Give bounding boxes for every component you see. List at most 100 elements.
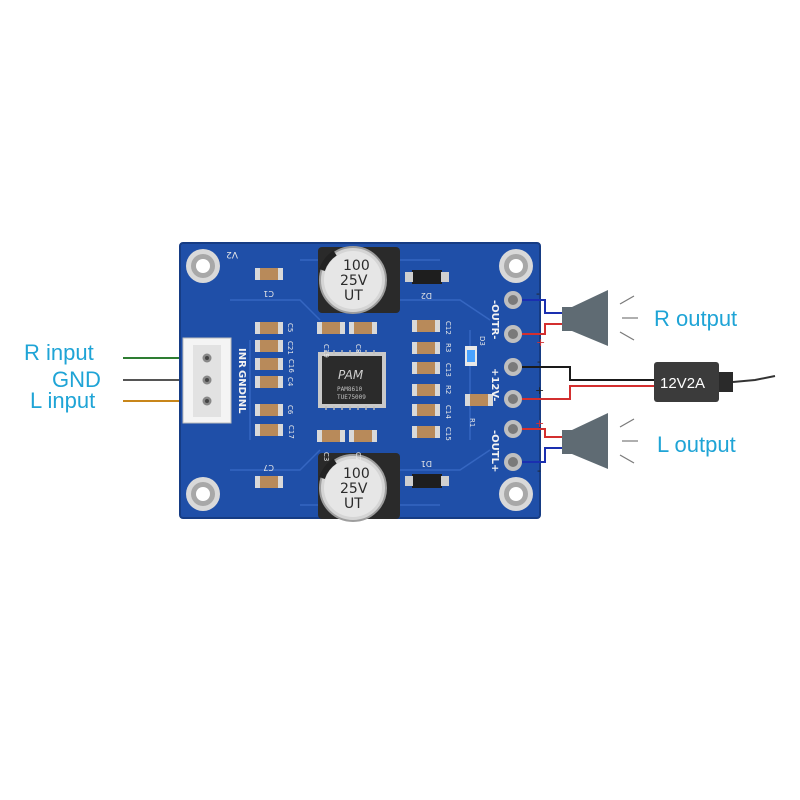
capacitor-top-series: UT — [344, 288, 363, 304]
ref-c6: C6 — [286, 405, 294, 415]
smd-c5 — [255, 322, 283, 334]
pin-label-outl: -OUTL+ — [489, 430, 500, 472]
pin-label-12v: +12V- — [489, 368, 500, 401]
l-out-positive-wire — [522, 428, 562, 438]
smd-c4 — [255, 376, 283, 388]
speaker-r-icon — [562, 290, 638, 346]
ref-r2: R2 — [444, 385, 452, 394]
capacitor-bottom-series: UT — [344, 496, 363, 512]
ref-c2: C2 — [354, 452, 362, 461]
smd-c16 — [255, 358, 283, 370]
speaker-l-icon — [562, 413, 638, 469]
smd-c13 — [412, 362, 440, 374]
output-wires — [522, 299, 655, 463]
pin-label-outr: -OUTR- — [489, 300, 500, 339]
diode-d2 — [405, 270, 449, 284]
ref-c15: C15 — [444, 427, 452, 441]
capacitor-bottom-voltage: 25V — [340, 481, 368, 497]
mounting-hole-bottom-left — [186, 477, 220, 511]
gnd-label: GND — [52, 367, 101, 392]
output-pins — [504, 291, 522, 471]
ref-c16: C16 — [287, 359, 295, 373]
ref-c19: C19 — [322, 344, 330, 358]
power-negative-wire — [522, 366, 655, 381]
amplifier-chip — [318, 350, 386, 410]
r-input-label: R input — [24, 340, 94, 365]
ref-c4: C4 — [286, 377, 294, 387]
polarity-r-top: - — [536, 287, 540, 300]
smd-c14 — [412, 404, 440, 416]
ref-c21: C21 — [286, 341, 294, 355]
smd-c21 — [255, 340, 283, 352]
ref-d2: D2 — [421, 291, 432, 300]
capacitor-bottom-value: 100 — [343, 466, 370, 482]
polarity-power-plus: + — [535, 384, 544, 397]
ref-c12: C12 — [444, 321, 452, 335]
capacitor-top-value: 100 — [343, 258, 370, 274]
smd-c3 — [317, 430, 345, 442]
smd-c6 — [255, 404, 283, 416]
pin-power-minus — [504, 358, 522, 376]
pin-label-gnd: GND — [236, 370, 247, 395]
r-output-label: R output — [654, 306, 737, 331]
smd-r3 — [412, 342, 440, 354]
smd-c1 — [255, 268, 283, 280]
polarity-power-minus: - — [537, 355, 541, 368]
power-adapter — [654, 362, 776, 402]
ref-c3: C3 — [322, 452, 330, 461]
input-terminal-block — [182, 337, 232, 424]
polarity-l-bottom: - — [537, 464, 541, 477]
l-output-label: L output — [657, 432, 736, 457]
chip-lot-code: TUE75009 — [337, 394, 366, 401]
l-input-label: L input — [30, 388, 95, 413]
smd-c15 — [412, 426, 440, 438]
smd-c19 — [317, 322, 345, 334]
chip-part-number: PAM8610 — [337, 386, 363, 393]
ref-c13: C13 — [444, 363, 452, 377]
capacitor-bottom — [318, 453, 400, 522]
pin-outl-minus — [504, 453, 522, 471]
polarity-l-top: + — [535, 417, 544, 430]
r-out-negative-wire — [522, 299, 562, 314]
capacitor-top-voltage: 25V — [340, 273, 368, 289]
pin-label-inl: INL — [236, 395, 247, 414]
diode-d1 — [405, 474, 449, 488]
capacitor-top — [318, 246, 400, 314]
pin-outl-plus — [504, 420, 522, 438]
smd-c2 — [349, 430, 377, 442]
smd-r2 — [412, 384, 440, 396]
polarity-r-bottom: + — [536, 336, 545, 349]
board-version-mark: V2 — [226, 249, 238, 259]
l-out-negative-wire — [522, 447, 562, 463]
pin-label-inr: INR — [236, 348, 247, 368]
smd-c7 — [255, 476, 283, 488]
ref-d3: D3 — [478, 336, 486, 346]
smd-c12 — [412, 320, 440, 332]
mounting-hole-bottom-right — [499, 477, 533, 511]
mounting-hole-top-left — [186, 249, 220, 283]
ref-c14: C14 — [444, 405, 452, 419]
ref-r1: R1 — [468, 418, 476, 427]
ref-c7: C7 — [263, 463, 274, 472]
pin-outr-minus — [504, 291, 522, 309]
pcb-board: V2 INR GND INL 100 25V UT 100 — [179, 242, 541, 522]
led-d3 — [465, 346, 477, 366]
power-positive-wire — [522, 385, 655, 400]
pin-power-plus — [504, 390, 522, 408]
mounting-hole-top-right — [499, 249, 533, 283]
smd-c17 — [255, 424, 283, 436]
smd-r1 — [465, 394, 493, 406]
ref-c5: C5 — [286, 323, 294, 332]
ref-c8: C8 — [354, 344, 362, 353]
ref-c17: C17 — [287, 425, 295, 439]
pin-outr-plus — [504, 325, 522, 343]
ref-r3: R3 — [444, 343, 452, 352]
smd-c8 — [349, 322, 377, 334]
ref-c1: C1 — [263, 289, 274, 298]
power-adapter-label: 12V2A — [660, 375, 705, 392]
chip-brand: PAM — [338, 368, 364, 382]
ref-d1: D1 — [421, 459, 432, 468]
r-out-positive-wire — [522, 323, 562, 335]
